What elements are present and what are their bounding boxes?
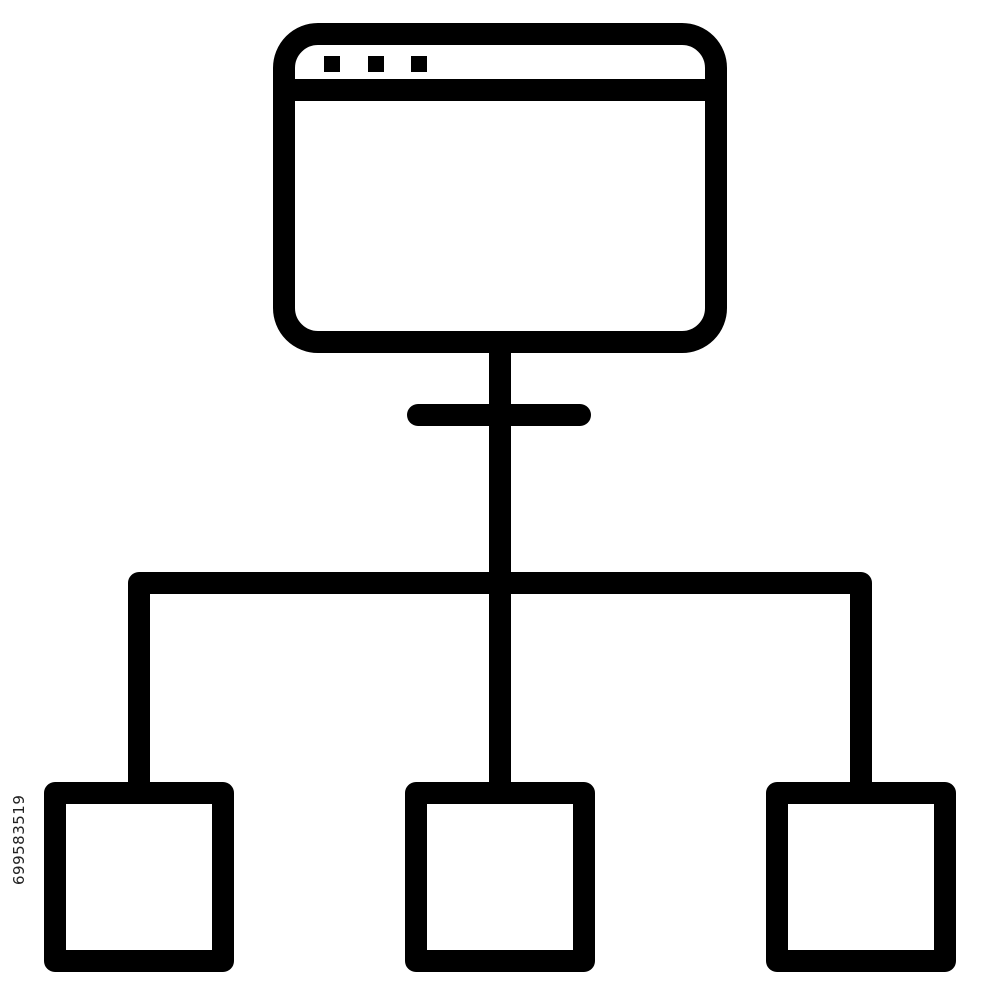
browser-window-dot-2 [368,56,384,72]
branch-bus-line [128,572,872,793]
browser-window-dot-1 [324,56,340,72]
branch-bus [128,572,872,793]
browser-window-dot-3 [411,56,427,72]
child-node-left [44,782,234,972]
stock-id-watermark: 699583519 [10,794,28,885]
connector-stem [407,342,591,793]
child-node-center [405,782,595,972]
child-node-right [766,782,956,972]
browser-window-node [273,23,727,353]
